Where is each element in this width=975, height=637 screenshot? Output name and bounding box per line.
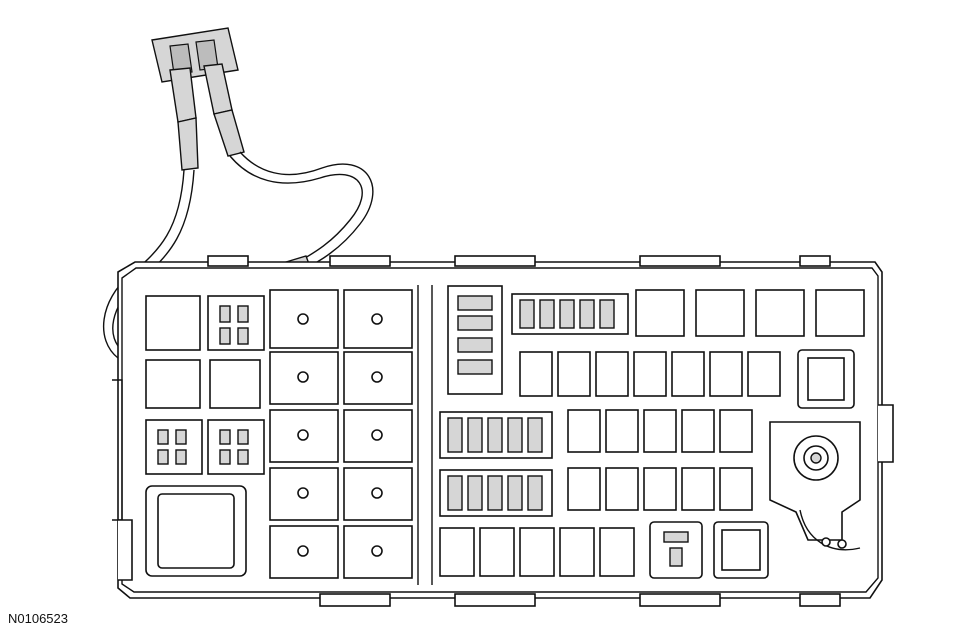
large-cavities	[635, 289, 865, 337]
figure-id-label: N0106523	[8, 611, 68, 626]
small-relay-row-1	[519, 349, 855, 409]
bottom-relay-row	[439, 521, 769, 579]
relay-grid	[269, 289, 413, 579]
battery-terminal	[769, 421, 861, 551]
vertical-fuse-stack	[447, 285, 503, 395]
mini-fuse-bank-middle	[439, 411, 553, 517]
mini-fuse-bank-top	[511, 293, 629, 335]
small-relay-grid	[567, 409, 753, 511]
left-relay-blocks	[145, 295, 265, 577]
